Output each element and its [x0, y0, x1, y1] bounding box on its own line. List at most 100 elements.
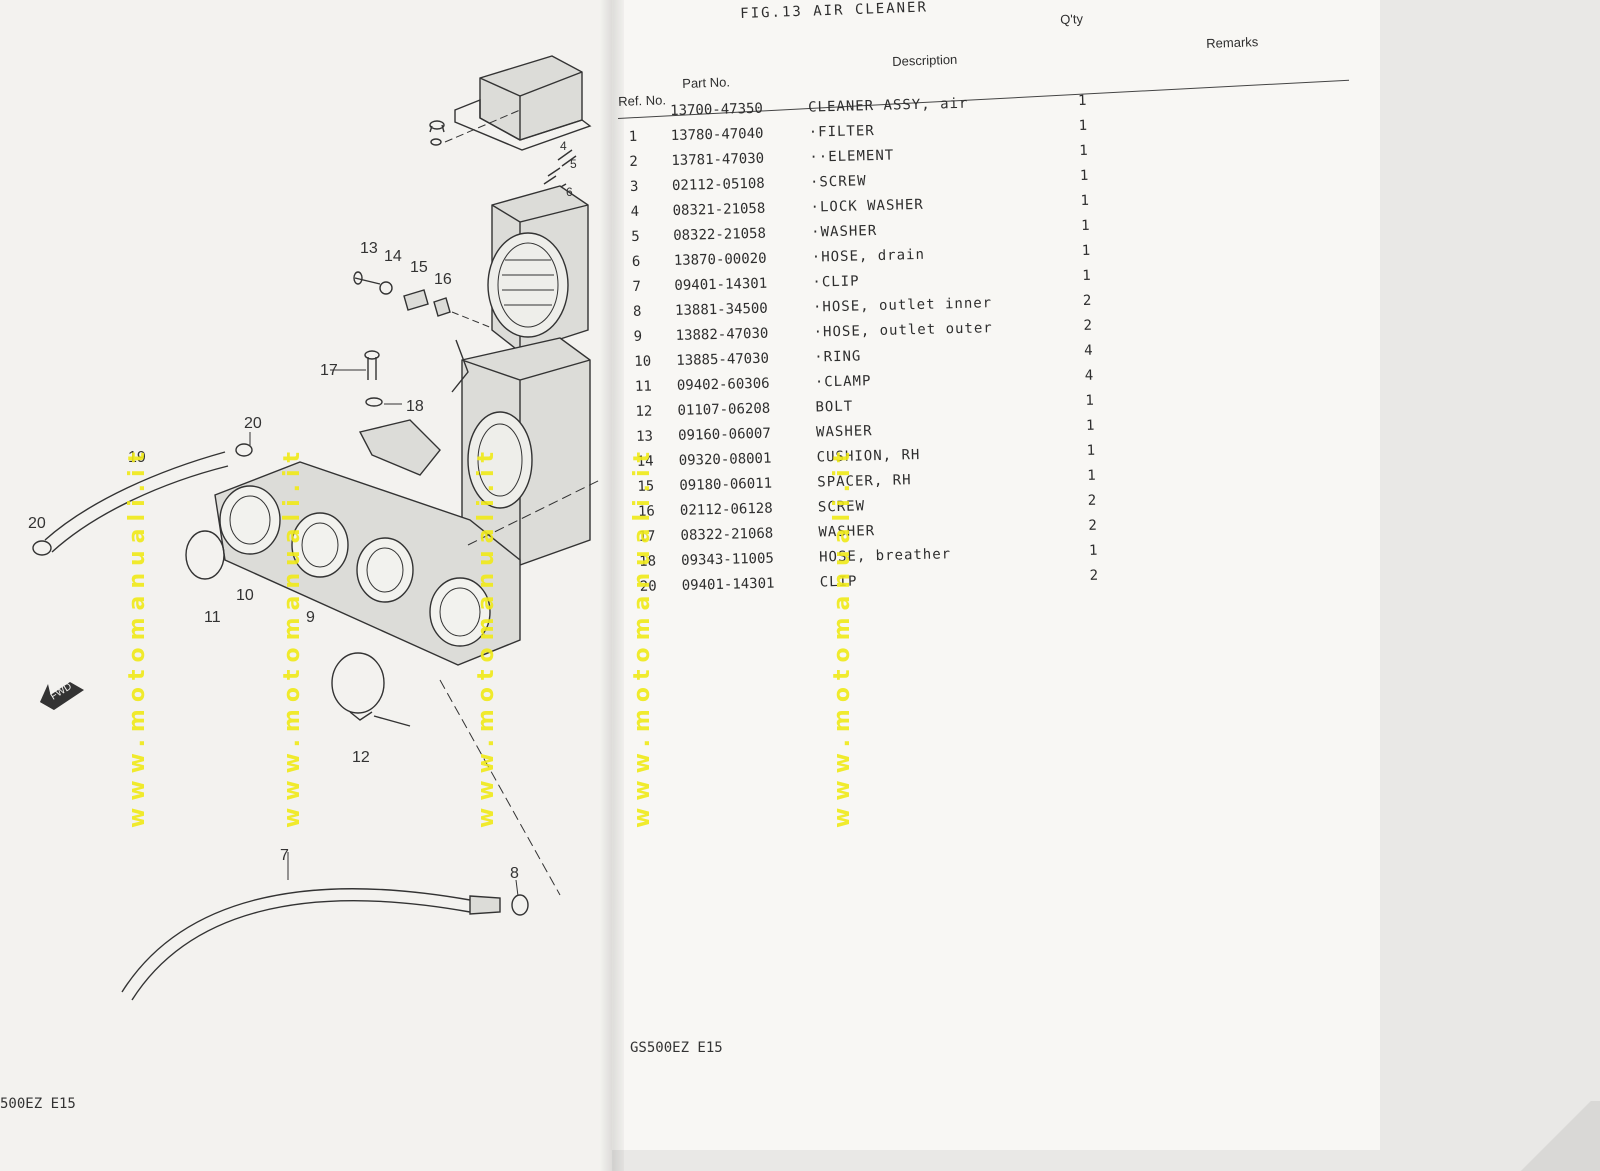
- remarks-column-header: Remarks: [1206, 34, 1259, 51]
- watermark-1: www.motomanuali.it: [125, 444, 150, 828]
- qty-column-header: Q'ty: [1060, 11, 1084, 27]
- part-no-cell: 13882-47030: [675, 325, 769, 344]
- part-no-cell: 08322-21058: [673, 225, 767, 244]
- ref-no-cell: 12: [635, 403, 653, 420]
- callout-15: 15: [410, 259, 428, 276]
- qty-cell: 1: [1077, 92, 1087, 110]
- screw-drawing: [429, 120, 445, 146]
- ref-no-cell: 2: [629, 153, 639, 170]
- description-cell: WASHER: [815, 423, 873, 441]
- qty-cell: 1: [1085, 417, 1095, 434]
- ref-no-cell: 9: [633, 328, 643, 345]
- mounting-hardware-drawing: [353, 271, 493, 329]
- qty-cell: 1: [1088, 542, 1098, 559]
- description-cell: ·CLAMP: [814, 373, 872, 391]
- qty-cell: 1: [1079, 142, 1088, 159]
- filter-element-drawing: [487, 185, 589, 353]
- callout-10: 10: [236, 587, 254, 604]
- qty-cell: 1: [1087, 467, 1096, 484]
- screw-washer-drawing: [364, 350, 383, 407]
- watermark-2: www.motomanuali.it: [280, 444, 305, 828]
- callout-18: 18: [406, 398, 424, 415]
- page-corner: [1510, 1101, 1600, 1171]
- callout-14: 14: [384, 248, 402, 265]
- ref-no-cell: 8: [632, 303, 642, 320]
- qty-cell: 1: [1086, 442, 1096, 459]
- qty-cell: 2: [1087, 492, 1097, 509]
- description-cell: ·CLIP: [812, 273, 860, 291]
- watermark-5: www.motomanuali.it: [830, 444, 855, 828]
- air-box-drawing: [451, 337, 591, 566]
- callout-12: 12: [352, 749, 370, 766]
- description-cell: ·HOSE, drain: [811, 246, 926, 266]
- description-cell: ·SCREW: [809, 173, 867, 191]
- watermark-4: www.motomanuali.it: [630, 444, 655, 828]
- breather-hose-drawing: [32, 443, 253, 556]
- ref-no-cell: 3: [629, 178, 639, 195]
- part-no-cell: 08321-21058: [672, 200, 766, 219]
- ring-drawing: [185, 530, 225, 580]
- ref-no-cell: 10: [634, 353, 652, 370]
- callout-11: 11: [204, 609, 221, 626]
- ref-no-cell: 5: [631, 228, 640, 245]
- part-no-cell: 01107-06208: [677, 400, 771, 419]
- callout-8: 8: [510, 865, 519, 882]
- part-no-cell: 13781-47030: [671, 150, 765, 169]
- description-cell: ·RING: [814, 348, 862, 366]
- part-no-cell: 09160-06007: [677, 425, 772, 444]
- watermark-3: www.motomanuali.it: [474, 444, 499, 828]
- filter-cap-drawing: [444, 55, 592, 151]
- qty-cell: 2: [1082, 292, 1092, 309]
- qty-cell: 1: [1085, 392, 1095, 409]
- description-cell: ·FILTER: [808, 122, 875, 141]
- callout-7: 7: [280, 847, 289, 864]
- part-no-cell: 09180-06011: [679, 475, 773, 494]
- ref-no-column-header: Ref. No.: [618, 92, 667, 109]
- ref-no-cell: 7: [632, 278, 642, 295]
- qty-cell: 1: [1081, 242, 1091, 259]
- qty-cell: 1: [1079, 167, 1089, 184]
- qty-cell: 1: [1082, 267, 1091, 284]
- part-no-cell: 13870-00020: [673, 250, 767, 269]
- ref-no-cell: 13: [635, 428, 654, 445]
- page-gutter: [600, 0, 624, 1171]
- part-no-cell: 09320-08001: [678, 450, 772, 469]
- part-no-cell: 13700-47350: [669, 100, 764, 119]
- part-no-cell: 13885-47030: [676, 350, 770, 369]
- qty-cell: 2: [1083, 317, 1093, 334]
- part-no-cell: 02112-06128: [679, 500, 773, 519]
- part-no-cell: 13881-34500: [674, 300, 768, 319]
- part-no-cell: 09402-60306: [676, 375, 770, 394]
- qty-cell: 2: [1089, 567, 1099, 584]
- outlet-hose-assembly-drawing: [214, 419, 521, 666]
- drain-hose-drawing: [121, 888, 529, 1001]
- qty-cell: 1: [1078, 117, 1088, 134]
- callout-4: 4: [560, 139, 567, 153]
- description-cell: ·LOCK WASHER: [810, 196, 924, 216]
- left-page-code: 500EZ E15: [0, 1096, 76, 1112]
- ref-no-cell: 6: [631, 253, 641, 270]
- qty-cell: 1: [1080, 217, 1090, 234]
- description-cell: BOLT: [815, 398, 854, 416]
- forward-arrow-icon: [40, 682, 84, 710]
- callout-5: 5: [570, 157, 577, 171]
- right-page-code: GS500EZ E15: [630, 1040, 723, 1056]
- part-no-cell: 09343-11005: [680, 550, 775, 569]
- description-cell: ··ELEMENT: [809, 147, 895, 166]
- callout-20-left: 20: [28, 515, 46, 532]
- ref-no-cell: 4: [630, 203, 640, 220]
- part-no-cell: 09401-14301: [681, 575, 775, 594]
- clamp-drawing: [331, 652, 411, 727]
- ref-no-cell: 11: [634, 378, 652, 395]
- callout-19: 19: [128, 449, 146, 466]
- qty-cell: 1: [1080, 192, 1090, 209]
- callout-20-top: 20: [244, 415, 262, 432]
- callout-17: 17: [320, 362, 338, 379]
- part-no-cell: 13780-47040: [670, 125, 764, 144]
- callout-9: 9: [306, 609, 315, 626]
- right-page: [612, 0, 1380, 1150]
- qty-cell: 4: [1084, 367, 1094, 384]
- qty-cell: 4: [1083, 342, 1093, 359]
- part-no-cell: 09401-14301: [674, 275, 768, 294]
- description-column-header: Description: [892, 51, 958, 69]
